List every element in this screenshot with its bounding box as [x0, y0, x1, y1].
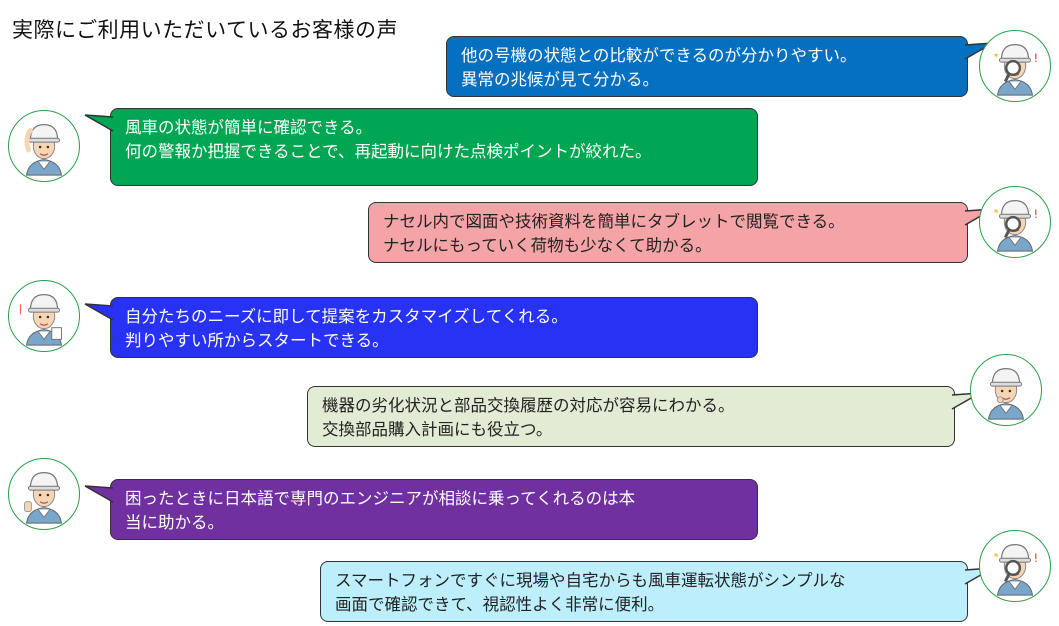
svg-text:!: !	[1033, 207, 1038, 221]
svg-text:*: *	[994, 208, 999, 219]
testimonial-text-line: ナセルにもっていく荷物も少なくて助かる。	[383, 236, 712, 255]
magnifier-worker-icon: !*	[979, 530, 1051, 602]
testimonial-bubble-2: 風車の状態が簡単に確認できる。何の警報か把握できることで、再起動に向けた点検ポイ…	[84, 108, 758, 186]
testimonial-bubble-4: 自分たちのニーズに即して提案をカスタマイズしてくれる。判りやすい所からスタートで…	[84, 297, 758, 358]
testimonial-bubble-3: ナセル内で図面や技術資料を簡単にタブレットで閲覧できる。ナセルにもっていく荷物も…	[368, 202, 994, 263]
svg-text:*: *	[994, 552, 999, 563]
page-title: 実際にご利用いただいているお客様の声	[12, 18, 398, 42]
speech-tail	[84, 303, 114, 321]
testimonial-text-line: 困ったときに日本語で専門のエンジニアが相談に乗ってくれるのは本	[125, 489, 636, 508]
svg-text:|: |	[19, 304, 22, 315]
testimonial-text-line: 他の号機の状態との比較ができるのが分かりやすい。	[461, 46, 857, 65]
magnifier-worker-icon: !*	[979, 30, 1051, 102]
testimonial-text-line: 画面で確認できて、視認性よく非常に便利。	[335, 595, 665, 614]
svg-text:!: !	[1033, 51, 1038, 65]
testimonial-bubble-1: 他の号機の状態との比較ができるのが分かりやすい。異常の兆候が見て分かる。	[446, 36, 994, 97]
saluting-worker-icon	[8, 110, 80, 182]
testimonial-text-line: ナセル内で図面や技術資料を簡単にタブレットで閲覧できる。	[383, 212, 845, 231]
idea-worker-icon: |	[8, 280, 80, 352]
speech-tail	[84, 114, 114, 132]
testimonial-bubble-6: 困ったときに日本語で専門のエンジニアが相談に乗ってくれるのは本当に助かる。	[84, 479, 758, 540]
testimonial-text-line: 機器の劣化状況と部品交換履歴の対応が容易にわかる。	[322, 396, 735, 415]
testimonial-text-line: 風車の状態が簡単に確認できる。	[125, 118, 373, 137]
testimonial-text-line: 何の警報か把握できることで、再起動に向けた点検ポイントが絞れた。	[125, 142, 652, 161]
testimonial-text-line: 判りやすい所からスタートできる。	[125, 331, 389, 350]
testimonial-text-line: 異常の兆候が見て分かる。	[461, 70, 659, 89]
testimonial-bubble-7: スマートフォンですぐに現場や自宅からも風車運転状態がシンプルな画面で確認できて、…	[320, 561, 994, 622]
thinking-worker-icon	[970, 354, 1042, 426]
testimonial-text-line: スマートフォンですぐに現場や自宅からも風車運転状態がシンプルな	[335, 571, 846, 590]
testimonial-text-line: 交換部品購入計画にも役立つ。	[322, 420, 553, 439]
magnifier-worker-icon: !*	[979, 186, 1051, 258]
thumbs-up-worker-icon	[8, 458, 80, 530]
testimonial-text-line: 当に助かる。	[125, 513, 224, 532]
svg-text:!: !	[1033, 551, 1038, 565]
speech-tail	[84, 485, 114, 503]
testimonial-bubble-5: 機器の劣化状況と部品交換履歴の対応が容易にわかる。交換部品購入計画にも役立つ。	[307, 386, 981, 447]
testimonial-text-line: 自分たちのニーズに即して提案をカスタマイズしてくれる。	[125, 307, 568, 326]
svg-text:*: *	[994, 52, 999, 63]
